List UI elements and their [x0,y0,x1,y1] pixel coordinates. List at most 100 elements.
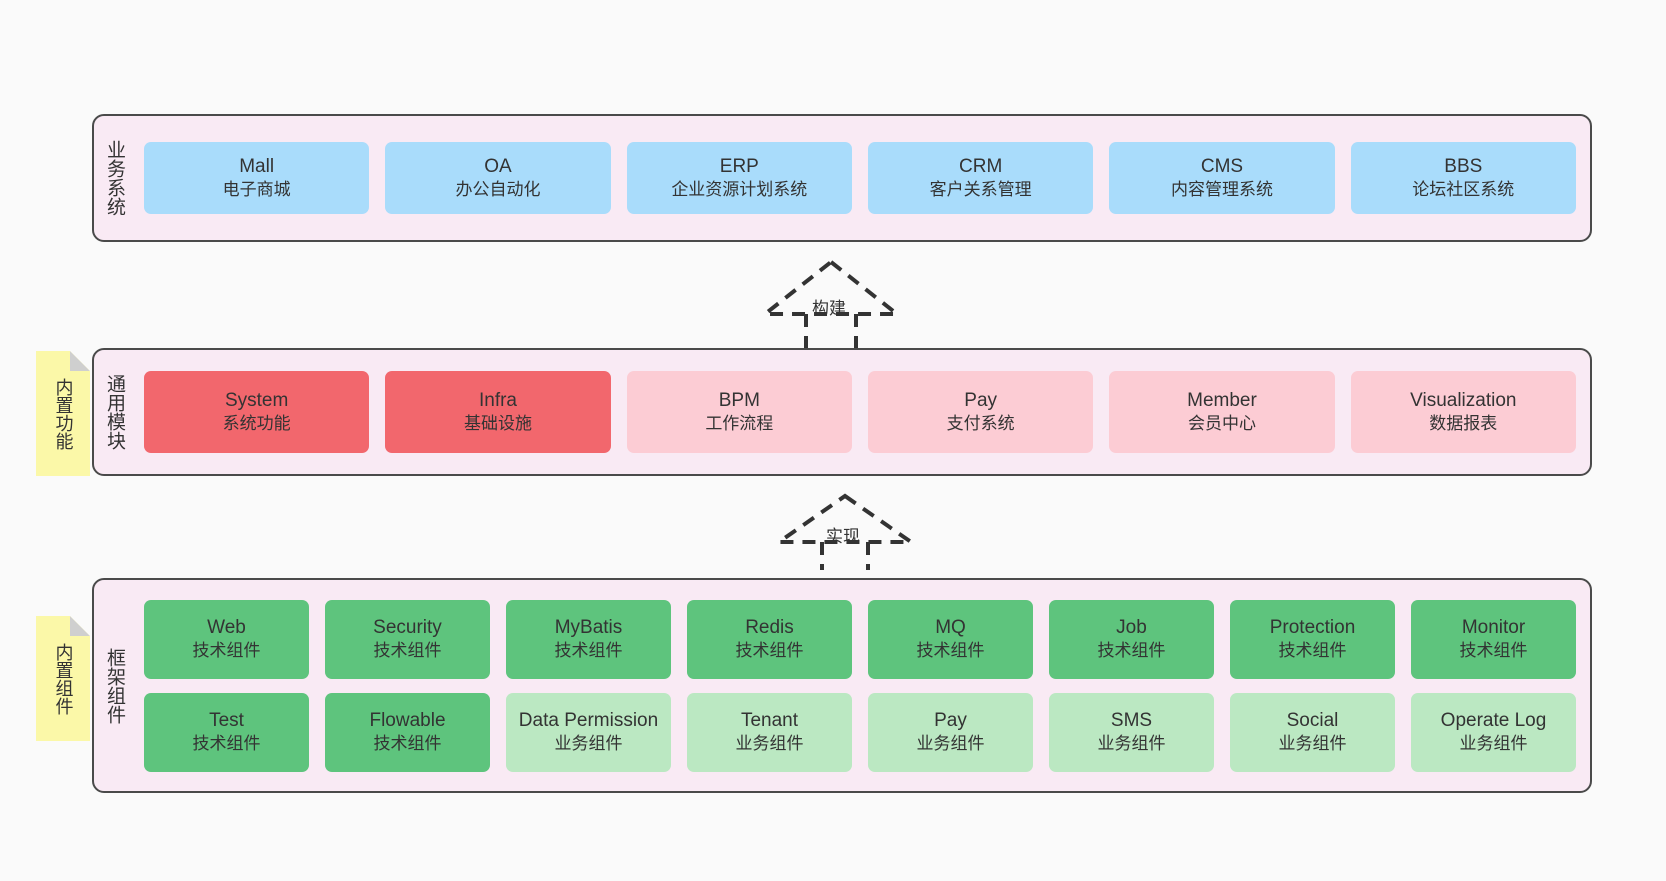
layer-caption-common-modules: 通用模块 [104,374,126,450]
node-web[interactable]: Web 技术组件 [144,599,309,679]
node-title: MyBatis [554,617,623,639]
node-title: BPM [718,390,760,412]
node-subtitle: 业务组件 [1097,734,1166,754]
node-subtitle: 系统功能 [222,414,291,434]
node-title: MQ [935,617,966,639]
node-subtitle: 技术组件 [192,734,261,754]
node-title: Job [1116,617,1147,639]
layer-body-framework-components: Web 技术组件 Security 技术组件 MyBatis 技术组件 Redi… [134,580,1590,791]
node-visualization[interactable]: Visualization 数据报表 [1350,371,1576,453]
node-subtitle: 技术组件 [373,734,442,754]
node-subtitle: 内容管理系统 [1170,180,1273,200]
connector-build: 构建 [756,258,906,350]
node-subtitle: 业务组件 [1459,734,1528,754]
node-row: Mall 电子商城 OA 办公自动化 ERP 企业资源计划系统 CRM 客户关系… [144,142,1576,214]
node-data-permission[interactable]: Data Permission 业务组件 [506,692,671,772]
node-subtitle: 客户关系管理 [929,180,1032,200]
node-title: Data Permission [518,710,659,732]
node-title: CRM [959,156,1003,178]
node-title: ERP [719,156,759,178]
node-bbs[interactable]: BBS 论坛社区系统 [1350,142,1576,214]
node-title: SMS [1110,710,1153,732]
node-title: Redis [745,617,794,639]
node-subtitle: 业务组件 [735,734,804,754]
node-title: CMS [1200,156,1244,178]
node-cms[interactable]: CMS 内容管理系统 [1109,142,1335,214]
node-subtitle: 业务组件 [1278,734,1347,754]
node-row: Web 技术组件 Security 技术组件 MyBatis 技术组件 Redi… [144,599,1576,679]
node-subtitle: 数据报表 [1429,414,1498,434]
node-crm[interactable]: CRM 客户关系管理 [867,142,1094,214]
note-builtin-features: 内置功能 [36,351,90,476]
node-protection[interactable]: Protection 技术组件 [1230,599,1395,679]
node-social[interactable]: Social 业务组件 [1230,692,1395,772]
layer-caption-framework-components: 框架组件 [104,647,126,724]
node-bpm[interactable]: BPM 工作流程 [626,371,852,453]
layer-caption-business-system: 业务系统 [104,140,126,216]
node-subtitle: 会员中心 [1187,414,1256,434]
note-label: 内置功能 [53,377,74,450]
node-mall[interactable]: Mall 电子商城 [144,142,370,214]
node-title: Monitor [1461,617,1526,639]
node-flowable[interactable]: Flowable 技术组件 [325,692,490,772]
node-title: Visualization [1410,390,1517,412]
note-fold-corner-icon [70,616,90,636]
node-subtitle: 技术组件 [192,641,261,661]
node-subtitle: 工作流程 [705,414,774,434]
node-subtitle: 论坛社区系统 [1412,180,1515,200]
node-redis[interactable]: Redis 技术组件 [687,599,852,679]
node-erp[interactable]: ERP 企业资源计划系统 [626,142,852,214]
node-title: Protection [1269,617,1356,639]
node-title: Operate Log [1440,710,1547,732]
note-label: 内置组件 [53,642,74,715]
node-pay-component[interactable]: Pay 业务组件 [868,692,1033,772]
node-title: Tenant [740,710,799,732]
node-infra[interactable]: Infra 基础设施 [385,371,611,453]
node-title: Member [1187,390,1257,412]
node-subtitle: 企业资源计划系统 [671,180,808,200]
node-oa[interactable]: OA 办公自动化 [385,142,611,214]
node-title: Web [207,617,246,639]
node-title: Pay [964,390,998,412]
node-title: BBS [1444,156,1483,178]
layer-body-common-modules: System 系统功能 Infra 基础设施 BPM 工作流程 Pay 支付系统… [134,350,1590,474]
node-title: Social [1286,710,1339,732]
node-subtitle: 技术组件 [916,641,985,661]
node-title: Security [373,617,442,639]
node-mq[interactable]: MQ 技术组件 [868,599,1033,679]
node-job[interactable]: Job 技术组件 [1049,599,1214,679]
note-fold-corner-icon [70,351,90,371]
node-security[interactable]: Security 技术组件 [325,599,490,679]
node-system[interactable]: System 系统功能 [144,371,370,453]
node-title: OA [484,156,512,178]
node-row: System 系统功能 Infra 基础设施 BPM 工作流程 Pay 支付系统… [144,371,1576,453]
node-subtitle: 支付系统 [946,414,1015,434]
node-monitor[interactable]: Monitor 技术组件 [1411,599,1576,679]
node-title: System [224,390,289,412]
connector-label-implement: 实现 [826,527,860,546]
layer-common-modules: 通用模块 System 系统功能 Infra 基础设施 BPM 工作流程 Pay [92,348,1592,476]
node-subtitle: 技术组件 [1097,641,1166,661]
layer-framework-components: 框架组件 Web 技术组件 Security 技术组件 MyBatis 技术组件… [92,578,1592,793]
node-subtitle: 办公自动化 [455,180,541,200]
connector-implement: 实现 [770,492,920,570]
note-builtin-components: 内置组件 [36,616,90,741]
node-subtitle: 技术组件 [1459,641,1528,661]
node-subtitle: 业务组件 [916,734,985,754]
layer-body-business-system: Mall 电子商城 OA 办公自动化 ERP 企业资源计划系统 CRM 客户关系… [134,116,1590,240]
node-subtitle: 基础设施 [463,414,532,434]
node-member[interactable]: Member 会员中心 [1109,371,1335,453]
node-title: Test [209,710,244,732]
node-pay[interactable]: Pay 支付系统 [867,371,1094,453]
node-sms[interactable]: SMS 业务组件 [1049,692,1214,772]
node-title: Mall [239,156,275,178]
node-subtitle: 技术组件 [1278,641,1347,661]
node-subtitle: 技术组件 [373,641,442,661]
node-tenant[interactable]: Tenant 业务组件 [687,692,852,772]
node-subtitle: 电子商城 [222,180,291,200]
node-title: Pay [934,710,967,732]
node-mybatis[interactable]: MyBatis 技术组件 [506,599,671,679]
node-test[interactable]: Test 技术组件 [144,692,309,772]
node-operate-log[interactable]: Operate Log 业务组件 [1411,692,1576,772]
